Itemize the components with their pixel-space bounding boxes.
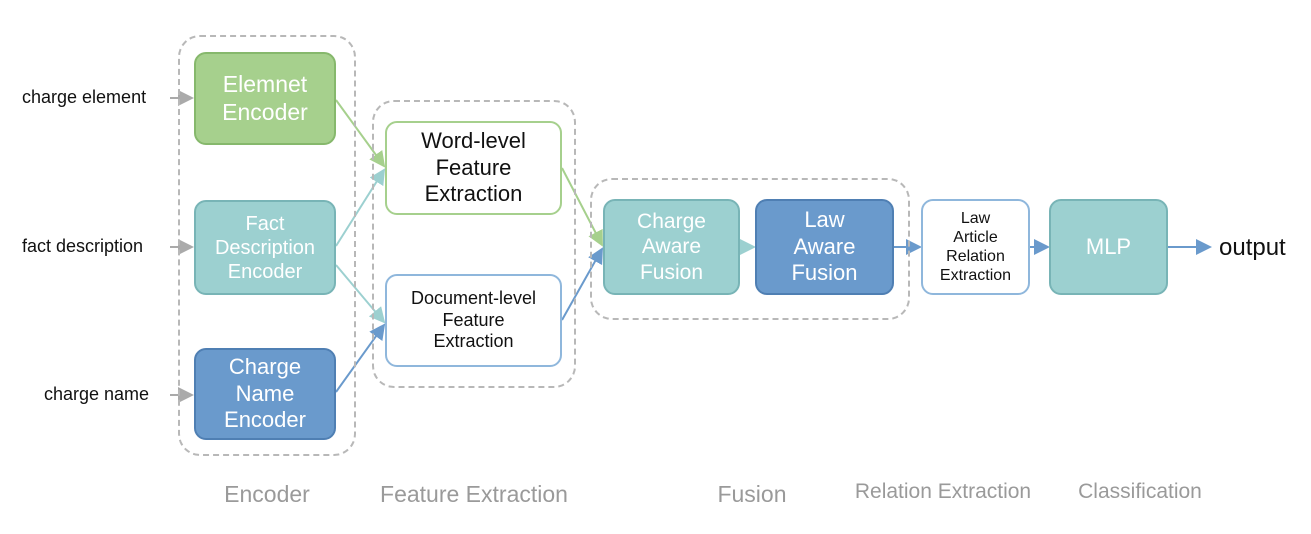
input-label-charge-name: charge name xyxy=(44,384,150,404)
arrow-document-to-fusion xyxy=(561,247,603,321)
output-label: output xyxy=(1219,234,1286,261)
stage-label-encoder: Encoder xyxy=(224,481,310,507)
fusion-group xyxy=(590,178,910,320)
input-label-fact-description: fact description xyxy=(22,236,144,256)
arrow-element-to-word xyxy=(335,99,386,168)
element-encoder-box: Elemnet Encoder xyxy=(194,52,336,145)
document-level-feature-extraction-box: Document-level Feature Extraction xyxy=(385,274,562,367)
arrow-name-to-document xyxy=(335,323,386,393)
feature-extraction-group xyxy=(372,100,576,388)
mlp-box: MLP xyxy=(1049,199,1168,295)
arrow-word-to-fusion xyxy=(561,167,603,247)
stage-label-relation-extraction: Relation Extraction xyxy=(854,480,1032,503)
charge-aware-fusion-box: Charge Aware Fusion xyxy=(603,199,740,295)
word-level-feature-extraction-box: Word-level Feature Extraction xyxy=(385,121,562,215)
encoder-group xyxy=(178,35,356,456)
input-label-charge-element: charge element xyxy=(22,87,147,107)
stage-label-feature-extraction: Feature Extraction xyxy=(380,481,568,507)
law-article-relation-extraction-box: Law Article Relation Extraction xyxy=(921,199,1030,295)
law-aware-fusion-box: Law Aware Fusion xyxy=(755,199,894,295)
charge-name-encoder-box: Charge Name Encoder xyxy=(194,348,336,440)
arrow-fact-to-document xyxy=(335,264,386,324)
stage-label-classification: Classification xyxy=(1078,480,1202,503)
stage-label-fusion: Fusion xyxy=(717,481,787,507)
arrow-fact-to-word xyxy=(335,168,386,247)
fact-description-encoder-box: Fact Description Encoder xyxy=(194,200,336,295)
